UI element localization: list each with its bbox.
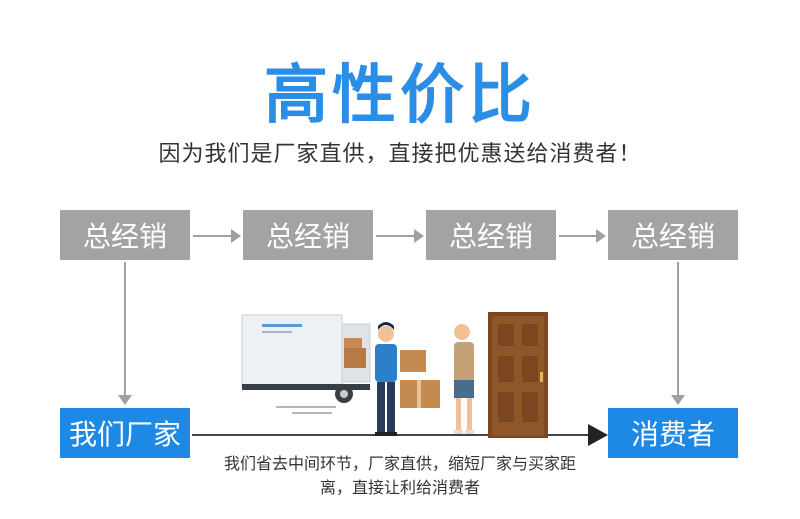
customer-icon [454, 324, 474, 434]
arrow-right-1 [193, 229, 241, 243]
door-icon [488, 312, 548, 438]
page-subtitle: 因为我们是厂家直供，直接把优惠送给消费者！ [158, 142, 642, 167]
description-line-2: 离，直接让利给消费者 [319, 478, 480, 497]
arrow-down-left [118, 262, 132, 405]
distributor-box-1: 总经销 [60, 210, 190, 260]
distributor-box-4: 总经销 [608, 210, 738, 260]
direct-arrow-head [588, 424, 608, 446]
arrow-right-2 [376, 229, 424, 243]
consumer-box: 消费者 [608, 408, 738, 458]
distributor-box-2: 总经销 [243, 210, 373, 260]
factory-box: 我们厂家 [60, 408, 190, 458]
page-title: 高性价比 [264, 59, 536, 133]
arrow-right-3 [559, 229, 606, 243]
description-text: 我们省去中间环节，厂家直供，缩短厂家与买家距 离，直接让利给消费者 [190, 452, 610, 500]
distributor-box-3: 总经销 [426, 210, 556, 260]
arrow-down-right [671, 262, 685, 405]
courier-icon [375, 322, 397, 436]
package-icon [400, 350, 440, 408]
description-line-1: 我们省去中间环节，厂家直供，缩短厂家与买家距 [223, 454, 576, 473]
delivery-illustration [241, 312, 548, 438]
truck-icon [241, 314, 371, 414]
